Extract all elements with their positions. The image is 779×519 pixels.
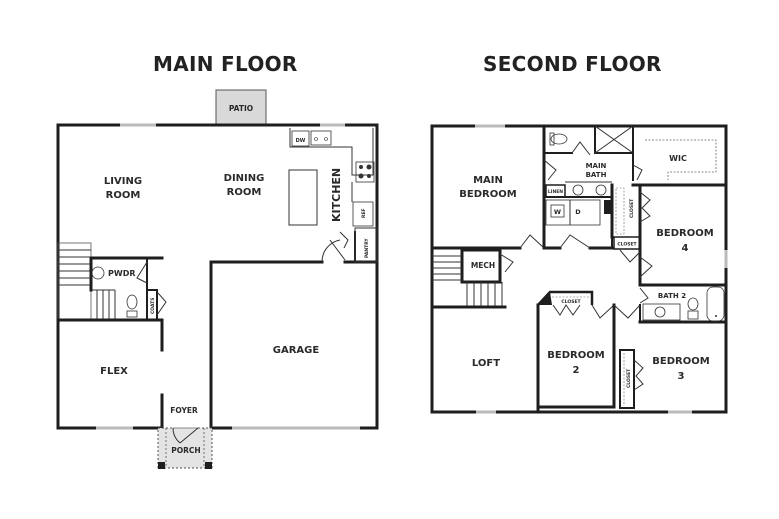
svg-text:REF: REF <box>361 208 367 218</box>
closet-label: CLOSET <box>629 198 635 218</box>
garage-label: GARAGE <box>273 345 320 356</box>
main-bath-label: MAIN <box>586 162 607 170</box>
sink-icon <box>654 306 666 318</box>
bathtub <box>706 286 725 322</box>
second-exterior-wall <box>430 124 728 414</box>
coats-label: COATS <box>150 298 156 314</box>
svg-text:3: 3 <box>678 371 685 382</box>
svg-text:ROOM: ROOM <box>106 190 141 201</box>
dryer: D <box>575 208 581 216</box>
sink-icon <box>572 184 584 196</box>
pwdr-label: PWDR <box>108 269 136 278</box>
pantry-label: PANTRY <box>364 238 370 258</box>
toilet-icon <box>126 294 138 310</box>
stove-icon <box>355 161 375 183</box>
bedroom-4-label: BEDROOM <box>656 228 713 239</box>
closet-label: CLOSET <box>561 299 581 305</box>
kitchen-island <box>288 169 318 226</box>
loft-label: LOFT <box>472 358 500 369</box>
sink-icon <box>310 130 332 146</box>
bedroom-3-label: BEDROOM <box>652 356 709 367</box>
stairs-second <box>432 255 503 307</box>
porch-label: PORCH <box>171 446 200 455</box>
svg-text:BEDROOM: BEDROOM <box>459 189 516 200</box>
laundry-area <box>545 199 601 226</box>
bath-2-label: BATH 2 <box>658 292 686 300</box>
garage-door-swing <box>321 239 341 263</box>
stairs-main <box>57 242 116 321</box>
living-room-label: LIVING <box>104 176 142 187</box>
porch-area <box>157 427 213 469</box>
mech-label: MECH <box>471 261 495 270</box>
main-bedroom-label: MAIN <box>473 175 503 186</box>
toilet-icon <box>550 133 568 145</box>
patio-label: PATIO <box>229 104 253 113</box>
kitchen-counter <box>289 128 374 176</box>
wic-label: WIC <box>669 154 687 163</box>
second-floor-plan: MAIN BEDROOM MAIN BATH LINEN WIC W D <box>430 124 728 414</box>
svg-text:4: 4 <box>682 243 689 254</box>
svg-text:ROOM: ROOM <box>227 187 262 198</box>
svg-text:W: W <box>554 208 561 216</box>
dishwasher <box>291 130 310 147</box>
linen-label: LINEN <box>548 189 563 195</box>
main-floor-plan: PATIO PANTRY DW <box>56 89 379 469</box>
dining-room-label: DINING <box>224 173 265 184</box>
main-floor-title: MAIN FLOOR <box>153 52 298 76</box>
svg-text:DW: DW <box>296 138 306 144</box>
toilet-icon <box>687 297 699 311</box>
sink-icon <box>91 266 105 280</box>
foyer-label: FOYER <box>170 406 198 415</box>
garage-wall <box>209 260 324 430</box>
kitchen-label: KITCHEN <box>330 168 343 222</box>
closet-label: CLOSET <box>626 368 632 388</box>
second-floor-title: SECOND FLOOR <box>483 52 662 76</box>
flex-label: FLEX <box>100 366 128 377</box>
svg-text:BATH: BATH <box>586 171 607 179</box>
sink-icon <box>595 184 607 196</box>
refrigerator <box>352 201 374 227</box>
svg-text:2: 2 <box>573 365 580 376</box>
bedroom-2-label: BEDROOM <box>547 350 604 361</box>
washer <box>550 204 565 218</box>
closet-label: CLOSET <box>617 242 637 248</box>
